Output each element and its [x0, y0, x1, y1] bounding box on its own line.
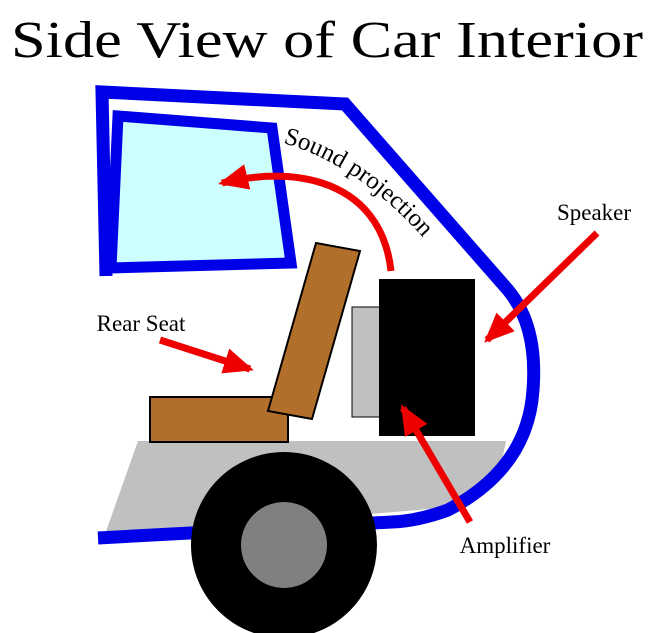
wheel-hub — [241, 502, 327, 588]
seat-cushion — [149, 396, 289, 443]
rear-seat-arrow-icon — [158, 336, 254, 374]
amplifier-label: Amplifier — [460, 533, 551, 558]
car-window — [105, 110, 298, 274]
amplifier-arrow-icon — [399, 404, 474, 524]
seat-backrest — [266, 241, 362, 421]
speaker-label: Speaker — [557, 200, 631, 225]
speaker-box — [379, 279, 475, 436]
speaker-arrow-icon — [484, 230, 600, 343]
sound-projection-arrow-icon — [218, 164, 395, 272]
rear-seat-label: Rear Seat — [97, 311, 186, 336]
page-title: Side View of Car Interior — [11, 12, 643, 69]
car-body-outline — [95, 85, 541, 545]
